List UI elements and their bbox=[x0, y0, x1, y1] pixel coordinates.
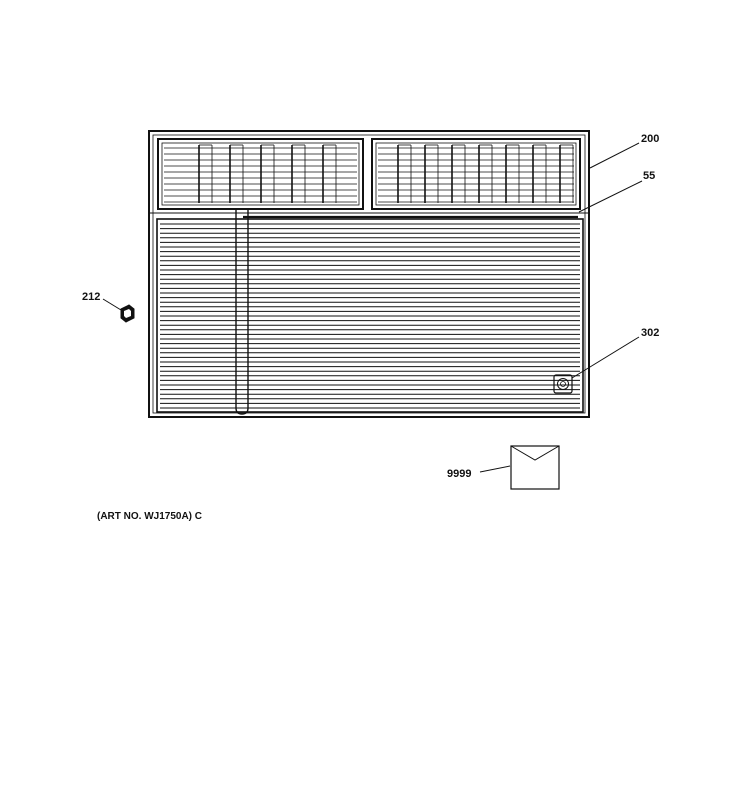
art-number-caption: (ART NO. WJ1750A) C bbox=[97, 511, 203, 522]
seal-strip bbox=[150, 212, 588, 219]
leader-lines bbox=[102, 142, 643, 473]
callout-302: 302 bbox=[641, 327, 659, 339]
left-louver-grille bbox=[157, 138, 364, 210]
callout-212: 212 bbox=[82, 291, 100, 303]
clip-part bbox=[120, 304, 135, 323]
intake-grille bbox=[156, 209, 584, 415]
callout-200: 200 bbox=[641, 133, 659, 145]
literature-envelope bbox=[510, 445, 560, 490]
callout-9999: 9999 bbox=[447, 468, 471, 480]
callout-55: 55 bbox=[643, 170, 655, 182]
front-panel-housing bbox=[148, 130, 590, 418]
nameplate-badge bbox=[553, 374, 573, 394]
right-louver-grille bbox=[371, 138, 581, 210]
